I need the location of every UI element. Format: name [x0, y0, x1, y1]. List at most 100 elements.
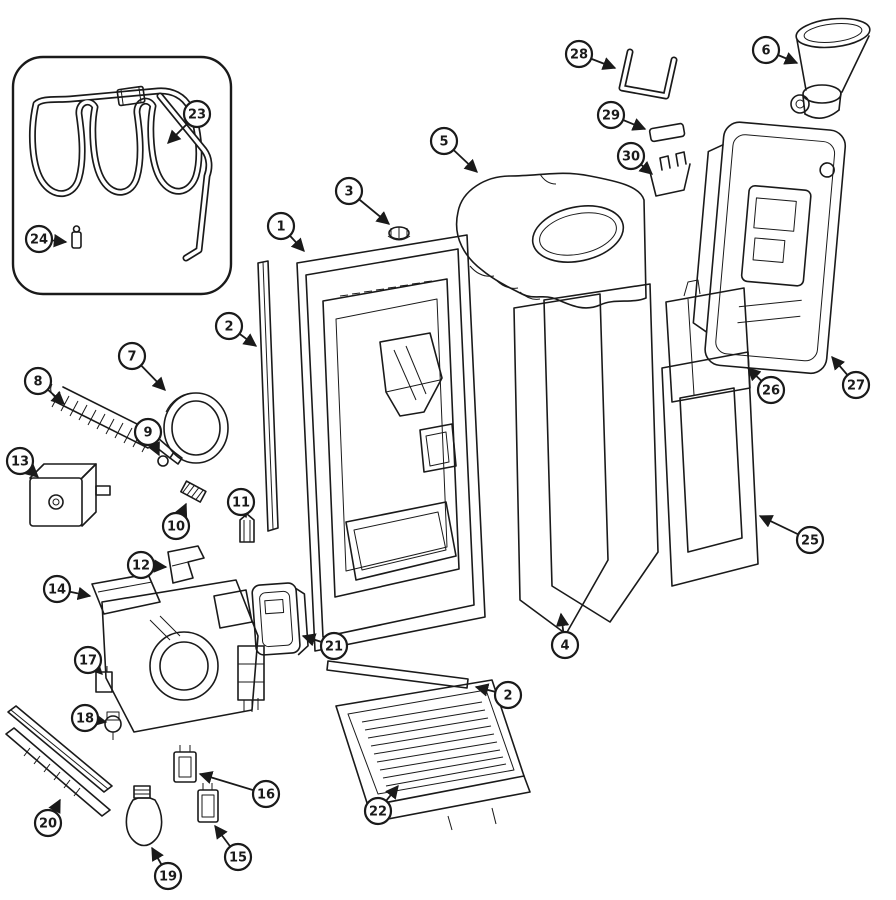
- callout-5: 5: [429, 126, 478, 173]
- foam-insulation: [455, 172, 647, 309]
- callout-20: 20: [33, 798, 63, 838]
- callout-19: 19: [151, 846, 183, 891]
- auger-coil: [50, 383, 207, 503]
- callout-circle: [33, 808, 63, 838]
- callout-circle: [751, 35, 781, 65]
- callout-11: 11: [226, 487, 256, 519]
- callout-17: 17: [73, 645, 103, 675]
- callout-number: 30: [622, 150, 640, 165]
- callout-circle: [756, 375, 786, 405]
- callout-number: 24: [30, 233, 48, 248]
- small-clip: [239, 513, 255, 543]
- callout-4: 4: [550, 612, 580, 660]
- callout-circle: [117, 341, 147, 371]
- callout-24: 24: [24, 224, 68, 254]
- trim-rails: [5, 705, 113, 817]
- callout-circle: [251, 779, 281, 809]
- callout-circle: [182, 99, 212, 129]
- callout-circle: [153, 861, 183, 891]
- callout-circle: [616, 141, 646, 171]
- callout-number: 17: [79, 654, 97, 669]
- bezel-ring: [163, 392, 229, 464]
- callout-30: 30: [616, 141, 654, 175]
- callout-7: 7: [117, 341, 166, 391]
- callout-circle: [70, 703, 100, 733]
- callout-number: 23: [188, 108, 206, 123]
- callout-number: 16: [257, 788, 275, 803]
- door-inner-panel: [296, 226, 486, 652]
- callout-circle: [226, 487, 256, 517]
- callout-25: 25: [758, 515, 825, 555]
- callout-circle: [266, 211, 296, 241]
- dispenser-module: [692, 121, 847, 375]
- callout-2: 2: [474, 680, 523, 710]
- switches: [173, 745, 219, 823]
- callout-circle: [334, 176, 364, 206]
- light-bulb: [125, 785, 163, 847]
- callout-number: 2: [224, 320, 233, 335]
- callout-6: 6: [751, 35, 799, 65]
- callout-13: 13: [5, 446, 40, 478]
- callout-1: 1: [266, 211, 305, 252]
- callout-number: 28: [570, 48, 588, 63]
- callout-circle: [795, 525, 825, 555]
- callout-21: 21: [301, 631, 349, 661]
- callout-circle: [133, 417, 163, 447]
- callout-circle: [42, 574, 72, 604]
- frame-panel: [661, 351, 759, 587]
- callout-14: 14: [42, 574, 92, 604]
- callout-number: 9: [143, 426, 152, 441]
- callout-number: 19: [159, 870, 177, 885]
- callout-circle: [550, 630, 580, 660]
- callout-circle: [223, 842, 253, 872]
- callout-circle: [214, 311, 244, 341]
- callout-15: 15: [214, 824, 253, 872]
- bracket: [167, 545, 205, 584]
- door-cap-part: [387, 226, 411, 241]
- callout-number: 27: [847, 379, 865, 394]
- callout-circle: [5, 446, 35, 476]
- callout-27: 27: [831, 355, 871, 400]
- fill-funnel: [790, 17, 871, 119]
- callout-circle: [161, 511, 191, 541]
- insulation-sheets: [513, 283, 659, 635]
- callout-circle: [126, 550, 156, 580]
- callout-number: 29: [602, 109, 620, 124]
- callout-number: 3: [344, 185, 353, 200]
- callout-number: 20: [39, 817, 57, 832]
- callout-circle: [73, 645, 103, 675]
- callouts-layer: 2324135282930627891310111214211718201915…: [5, 35, 871, 891]
- solenoid: [29, 463, 111, 527]
- callout-number: 26: [762, 384, 780, 399]
- callout-circle: [363, 796, 393, 826]
- callout-number: 11: [232, 496, 250, 511]
- retainer-clips: [618, 48, 691, 197]
- trim-strips: [257, 260, 469, 689]
- callout-circle: [319, 631, 349, 661]
- callout-8: 8: [23, 366, 66, 405]
- callout-29: 29: [596, 100, 647, 131]
- callout-9: 9: [133, 417, 163, 457]
- callout-22: 22: [363, 784, 399, 826]
- callout-number: 25: [801, 534, 819, 549]
- callout-number: 22: [369, 805, 387, 820]
- callout-number: 5: [439, 135, 448, 150]
- callout-circle: [564, 39, 594, 69]
- callout-10: 10: [161, 502, 191, 541]
- front-cover: [251, 582, 309, 656]
- auger-spring: [180, 480, 207, 503]
- callout-number: 15: [229, 851, 247, 866]
- callout-number: 8: [33, 375, 42, 390]
- callout-3: 3: [334, 176, 391, 225]
- callout-circle: [596, 100, 626, 130]
- inset-defrost-heater: [11, 55, 233, 296]
- callout-number: 18: [76, 712, 94, 727]
- callout-number: 4: [560, 639, 569, 654]
- callout-26: 26: [747, 367, 786, 405]
- heater-terminal-part: [71, 225, 82, 249]
- callout-2: 2: [214, 311, 258, 347]
- dispenser-housing: [91, 573, 265, 740]
- callout-circle: [493, 680, 523, 710]
- callout-number: 10: [167, 520, 185, 535]
